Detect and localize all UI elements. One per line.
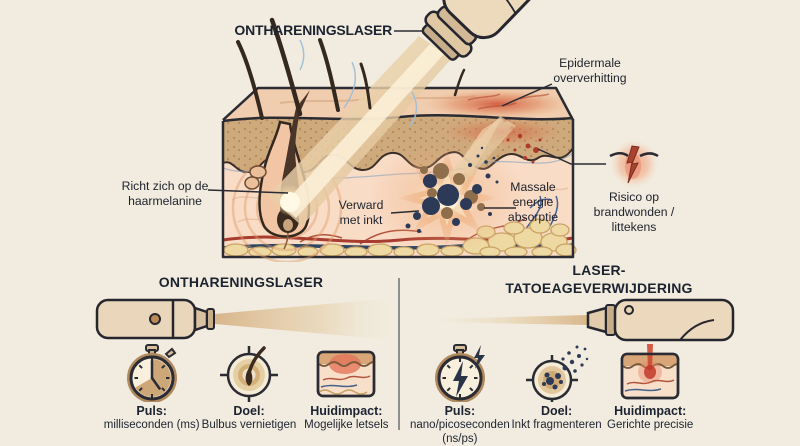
pulse-item-left: Puls: milliseconden (ms) [103,344,200,433]
target-value: Inkt fragmenteren [511,419,602,431]
laser-handpiece [421,0,589,61]
diagram-title: ONTHARENINGSLASER [234,22,392,38]
stopwatch-lightning-icon [434,344,485,402]
scattered-laser-beam [448,116,516,186]
target-label: Doel: [540,404,573,418]
pulse-value: milliseconden (ms) [103,419,200,431]
laser-device-right-icon [430,298,735,342]
target-item-right: Doel: Inkt fragmenteren [510,344,604,446]
ink-cluster [405,146,499,233]
stopwatch-icon [126,344,177,402]
skin-impact-label: Huidimpact: [310,404,383,418]
label-epidermal-overheating: Epidermale oververhitting [553,56,627,85]
laser-device-left-icon [95,298,393,340]
right-column-title: LASER- TATOEAGEVERWIJDERING [505,262,693,296]
pulse-label: Puls: [136,404,167,418]
target-value: Bulbus vernietigen [201,419,297,431]
burn-scar-icon [609,140,659,188]
tattoo-removal-column: LASER- TATOEAGEVERWIJDERING [410,260,780,445]
hair-removal-column: ONTHARENINGSLASER [85,260,397,431]
pulse-item-right: Puls: nano/picoseconden (ns/ps) [410,344,510,446]
label-massive-energy-absorption: Massale energie absorptie [507,180,559,224]
pointer-lines [207,30,606,214]
label-confused-with-ink: Verward met inkt [338,198,384,227]
left-column-title: ONTHARENINGSLASER [158,274,324,290]
sparkle-lines [299,39,418,127]
skin-impact-label: Huidimpact: [614,404,687,418]
skin-impact-value: Gerichte precisie [607,419,694,431]
pulse-label: Puls: [444,404,476,418]
skin-damage-icon [317,350,376,398]
label-hair-melanin: Richt zich op de haarmelanine [121,179,209,208]
pulse-value: nano/picoseconden (ns/ps) [410,419,510,445]
target-label: Doel: [233,404,265,418]
skin-impact-value: Mogelijke letsels [304,419,389,431]
skin-precision-icon [620,344,680,400]
target-item-left: Doel: Bulbus vernietigen [200,344,297,433]
laser-beam [268,36,452,226]
hairs [236,17,466,120]
skin-item-left: Huidimpact: Mogelijke letsels [298,344,395,433]
column-divider [398,278,400,430]
target-hair-follicle-icon [219,346,278,402]
target-ink-fragment-icon [525,345,588,402]
label-burn-scar-risk: Risico op brandwonden / littekens [593,190,675,234]
skin-cross-section-illustration [207,0,659,262]
skin-item-right: Huidimpact: Gerichte precisie [603,344,697,446]
